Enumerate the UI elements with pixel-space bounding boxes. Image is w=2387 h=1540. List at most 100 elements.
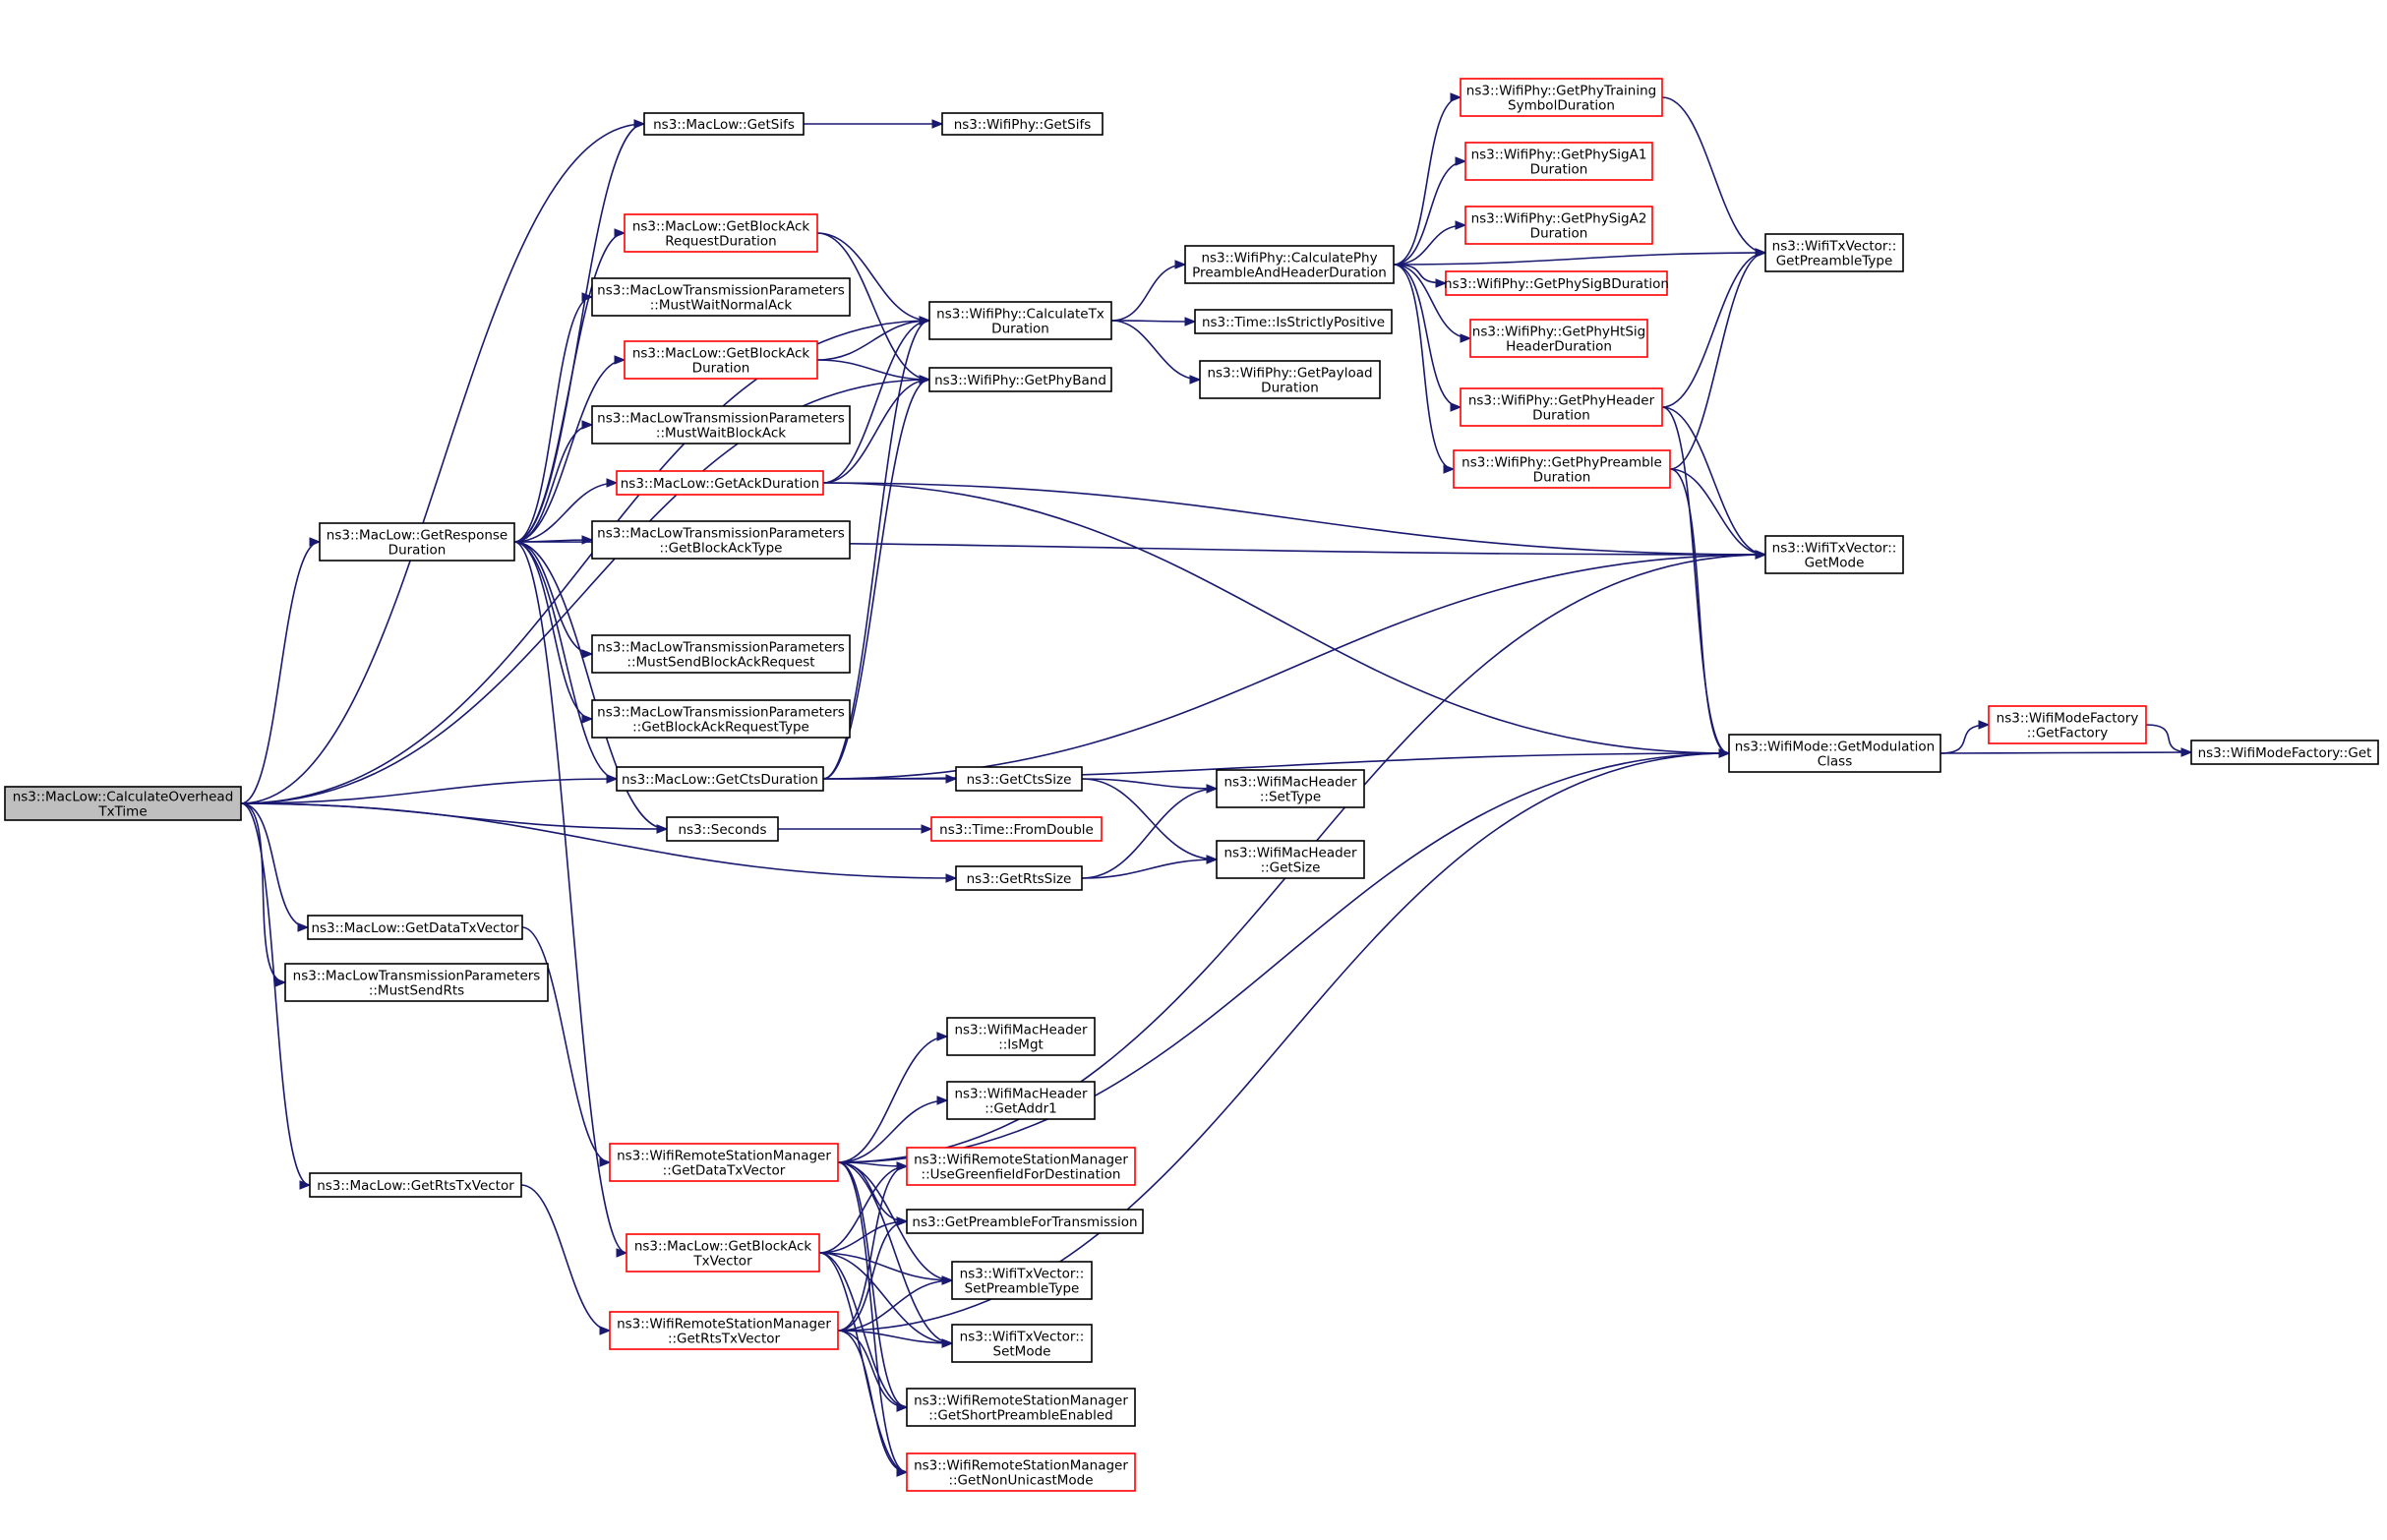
node-n6[interactable]: ns3::WifiPhy::CalculatePhyPreambleAndHea… xyxy=(1184,245,1395,284)
edge-line xyxy=(822,379,930,484)
edge-line xyxy=(818,1252,953,1281)
node-n40[interactable]: ns3::WifiRemoteStationManager::GetDataTx… xyxy=(609,1143,839,1182)
node-label: ::MustSendBlockAckRequest xyxy=(627,655,814,671)
node-n2[interactable]: ns3::WifiPhy::GetSifs xyxy=(941,112,1104,136)
node-n35[interactable]: ns3::WifiMacHeader::GetSize xyxy=(1216,840,1365,879)
edge-line xyxy=(822,320,930,484)
arrowhead-icon xyxy=(931,119,944,129)
node-n33[interactable]: ns3::Time::FromDouble xyxy=(930,816,1103,842)
node-n28[interactable]: ns3::MacLowTransmissionParameters::GetBl… xyxy=(591,699,851,739)
node-n9[interactable]: ns3::WifiPhy::GetPhyTrainingSymbolDurati… xyxy=(1460,78,1663,117)
node-n30[interactable]: ns3::GetCtsSize xyxy=(955,766,1083,792)
node-box xyxy=(1469,319,1648,358)
node-n32[interactable]: ns3::Seconds xyxy=(666,816,779,842)
edge-layer xyxy=(240,92,2193,1477)
node-n49[interactable]: ns3::WifiRemoteStationManager::GetNonUni… xyxy=(906,1452,1136,1492)
node-label: ::MustSendRts xyxy=(369,983,464,999)
node-n19[interactable]: ns3::WifiModeFactory::GetFactory xyxy=(1988,705,2147,744)
edge-n46-n41 xyxy=(837,1161,909,1332)
edge-line xyxy=(1110,320,1201,381)
node-n36[interactable]: ns3::MacLow::GetDataTxVector xyxy=(307,915,523,940)
edge-line xyxy=(837,1279,953,1332)
node-n5[interactable]: ns3::WifiPhy::GetPhyBand xyxy=(928,367,1112,392)
node-label: ns3::MacLow::GetRtsTxVector xyxy=(317,1178,514,1194)
node-n1[interactable]: ns3::MacLow::GetSifs xyxy=(643,112,805,136)
arrowhead-icon xyxy=(1443,464,1456,474)
edge-line xyxy=(513,296,593,543)
node-n24[interactable]: ns3::MacLow::GetAckDuration xyxy=(616,470,824,496)
node-n39[interactable]: ns3::WifiMacHeader::GetAddr1 xyxy=(946,1081,1096,1120)
node-box xyxy=(955,766,1083,792)
node-n43[interactable]: ns3::MacLow::GetRtsTxVector xyxy=(309,1172,522,1198)
edge-line xyxy=(837,1161,908,1408)
edge-line xyxy=(513,482,618,543)
node-n31[interactable]: ns3::WifiMacHeader::SetType xyxy=(1216,769,1365,808)
node-n29[interactable]: ns3::MacLow::GetCtsDuration xyxy=(616,766,824,792)
node-n12[interactable]: ns3::WifiPhy::GetPhySigBDuration xyxy=(1444,270,1669,296)
node-box xyxy=(666,816,779,842)
node-label: ns3::WifiPhy::GetPhySigA1 xyxy=(1471,148,1647,163)
edge-n29-n5 xyxy=(822,375,931,780)
node-n38[interactable]: ns3::WifiMacHeader::IsMgt xyxy=(946,1017,1096,1056)
node-n37[interactable]: ns3::MacLowTransmissionParameters::MustS… xyxy=(284,963,549,1002)
node-n45[interactable]: ns3::WifiTxVector::SetPreambleType xyxy=(951,1261,1093,1300)
node-n26[interactable]: ns3::MacLowTransmissionParameters::GetBl… xyxy=(591,520,851,560)
node-n47[interactable]: ns3::WifiTxVector::SetMode xyxy=(951,1324,1093,1363)
arrowhead-icon xyxy=(941,1338,954,1348)
arrowhead-icon xyxy=(1755,248,1767,258)
edge-n1-n2 xyxy=(804,119,944,129)
edge-line xyxy=(822,482,1730,754)
arrowhead-icon xyxy=(616,1248,628,1258)
node-n41[interactable]: ns3::WifiRemoteStationManager::UseGreenf… xyxy=(906,1147,1136,1186)
edge-line xyxy=(1393,264,1455,470)
edge-n25-n3 xyxy=(513,228,627,543)
node-label: ns3::MacLow::GetResponse xyxy=(327,528,507,544)
node-n20[interactable]: ns3::WifiModeFactory::Get xyxy=(2190,740,2379,765)
node-label: ::IsMgt xyxy=(998,1037,1044,1053)
edge-line xyxy=(513,424,593,543)
node-n21[interactable]: ns3::MacLowTransmissionParameters::MustW… xyxy=(591,277,851,317)
edge-line xyxy=(1110,264,1186,322)
edge-line xyxy=(2145,724,2192,753)
node-n23[interactable]: ns3::MacLowTransmissionParameters::MustW… xyxy=(591,405,851,444)
edge-line xyxy=(1661,406,1766,556)
edge-n24-n18 xyxy=(822,482,1731,758)
node-label: ns3::MacLow::GetDataTxVector xyxy=(311,920,519,936)
node-n42[interactable]: ns3::GetPreambleForTransmission xyxy=(906,1209,1144,1234)
node-box xyxy=(591,634,851,674)
edge-n43-n46 xyxy=(520,1184,612,1335)
edge-line xyxy=(1081,788,1218,879)
edge-n6-n16 xyxy=(1393,248,1767,266)
arrowhead-icon xyxy=(297,922,310,932)
node-label: ::GetShortPreambleEnabled xyxy=(928,1408,1112,1424)
node-box xyxy=(616,470,824,496)
node-box xyxy=(951,1261,1093,1300)
node-n16[interactable]: ns3::WifiTxVector::GetPreambleType xyxy=(1764,233,1904,272)
node-n34[interactable]: ns3::GetRtsSize xyxy=(955,865,1083,891)
node-n27[interactable]: ns3::MacLowTransmissionParameters::MustS… xyxy=(591,634,851,674)
node-box xyxy=(1216,769,1365,808)
node-n7[interactable]: ns3::Time::IsStrictlyPositive xyxy=(1194,309,1393,334)
node-n17[interactable]: ns3::WifiTxVector::GetMode xyxy=(1764,535,1904,574)
node-label: ns3::MacLow::GetCtsDuration xyxy=(622,772,818,788)
edge-n29-n30 xyxy=(822,774,958,784)
arrowhead-icon xyxy=(2180,747,2193,757)
edge-n0-n36 xyxy=(240,802,310,932)
node-n48[interactable]: ns3::WifiRemoteStationManager::GetShortP… xyxy=(906,1388,1136,1427)
node-label: Duration xyxy=(991,322,1049,337)
node-label: Duration xyxy=(388,543,447,559)
node-n46[interactable]: ns3::WifiRemoteStationManager::GetRtsTxV… xyxy=(609,1311,839,1350)
